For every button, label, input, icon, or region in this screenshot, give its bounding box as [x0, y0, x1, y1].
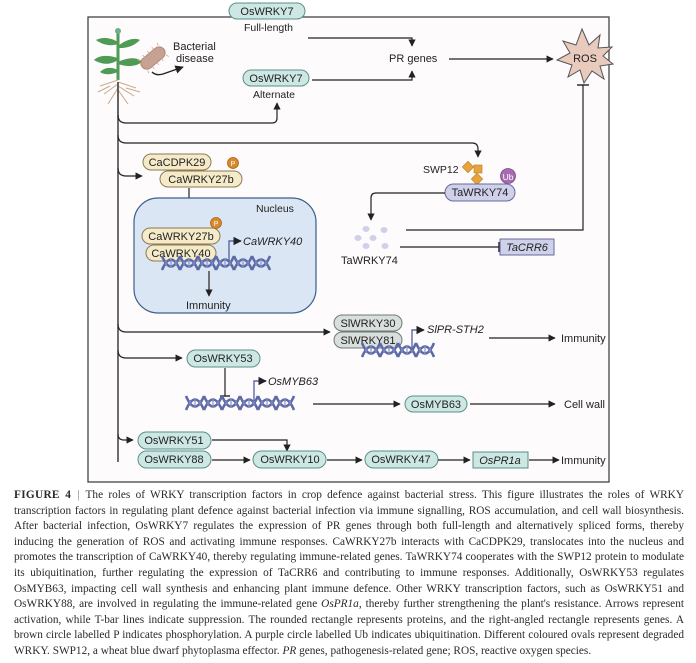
ospr1a-immunity-label: Immunity — [561, 455, 606, 467]
oswrky7-full-form: Full-length — [244, 22, 293, 34]
nucleus-immunity-label: Immunity — [186, 300, 231, 312]
oswrky7-alt-label: OsWRKY7 — [249, 73, 302, 85]
slwrky30-label: SlWRKY30 — [340, 318, 395, 330]
tacrr6-gene-label: TaCRR6 — [506, 242, 549, 254]
oswrky7-full-label: OsWRKY7 — [240, 6, 293, 18]
bacterium-icon — [137, 42, 169, 74]
cell-wall-label: Cell wall — [564, 399, 605, 411]
trunk-to-swp12-arrow — [117, 134, 482, 158]
ubiquitin-label: Ub — [503, 172, 514, 182]
swp12-effector-icon — [461, 160, 484, 186]
nucleus-label: Nucleus — [256, 203, 294, 215]
caption-text-3: genes, pathogenesis-related gene; ROS, r… — [296, 644, 592, 657]
infection-arrow — [151, 65, 184, 76]
oswrky51-protein — [137, 431, 212, 450]
oswrky88-protein — [137, 450, 212, 469]
pr-genes-label: PR genes — [389, 53, 438, 65]
phospho-label-1: P — [231, 161, 236, 168]
cawrky27b-nuc-protein — [141, 227, 221, 245]
alt-to-pr-arrow — [312, 70, 416, 81]
tacrr6-gene — [499, 238, 555, 256]
swp12-label: SWP12 — [423, 164, 459, 176]
ros-label: ROS — [573, 53, 597, 65]
figure-caption: FIGURE 4 |The roles of WRKY transcription… — [14, 488, 684, 660]
osmyb63-protein — [404, 395, 468, 413]
oswrky51-label: OsWRKY51 — [144, 435, 203, 447]
oswrky51-to-oswrky10-arrow — [212, 439, 291, 452]
caption-gene-ospr1a: OsPR1a — [321, 598, 359, 611]
osmyb63-gene-label: OsMYB63 — [268, 376, 319, 388]
ospr1a-gene-label: OsPR1a — [479, 455, 521, 467]
tawrky74-protein-label: TaWRKY74 — [452, 187, 509, 199]
slpr-sth2-tss-arrow — [411, 325, 425, 350]
cawrky27b-cyto-protein — [159, 170, 243, 188]
caption-text-1: The roles of WRKY transcription factors … — [14, 489, 684, 611]
phospho-label-2: P — [214, 221, 219, 228]
degraded-tawrky74-icon — [354, 226, 389, 249]
oswrky47-label: OsWRKY47 — [371, 454, 430, 466]
full-to-pr-arrow — [308, 37, 416, 47]
tawrky74-degradation-arrow — [367, 192, 445, 221]
slwrky30-protein — [333, 314, 403, 332]
nucleus — [133, 197, 317, 314]
oswrky7-full-protein — [228, 2, 306, 20]
oswrky7-alt-protein — [242, 69, 310, 87]
bacterial-disease-label-2: disease — [176, 53, 214, 65]
oswrky10-label: OsWRKY10 — [260, 454, 319, 466]
oswrky88-label: OsWRKY88 — [144, 454, 203, 466]
phosphorylation-icon-1 — [227, 157, 239, 169]
oswrky10-protein — [252, 450, 327, 469]
caption-separator: | — [77, 489, 80, 501]
figure-number: FIGURE 4 — [14, 489, 72, 501]
trunk-to-slwrky-arrow — [117, 323, 331, 336]
ros-burst-icon — [555, 27, 615, 85]
degraded-tawrky74-label: TaWRKY74 — [341, 255, 398, 267]
cawrky27b-nuc-label: CaWRKY27b — [148, 231, 213, 243]
oswrky7-alt-form: Alternate — [253, 89, 295, 101]
oswrky53-label: OsWRKY53 — [193, 353, 252, 365]
plant-to-alt-arrow — [117, 102, 281, 124]
ospr1a-gene — [472, 451, 529, 469]
caption-pr-abbrev: PR — [282, 644, 297, 657]
plant-icon — [94, 28, 142, 118]
cawrky40-tss-arrow — [228, 236, 242, 262]
sl-immunity-label: Immunity — [561, 333, 606, 345]
tawrky74-inhibits-ros — [406, 85, 584, 231]
caption-text-2: , thereby further strengthening the plan… — [14, 598, 684, 657]
cawrky27b-cyto-label: CaWRKY27b — [168, 174, 233, 186]
trunk-to-oswrky51-arrow — [117, 433, 134, 444]
cawrky40-gene-label: CaWRKY40 — [243, 236, 303, 248]
oswrky53-protein — [186, 349, 261, 368]
trunk-to-cacdpk29-arrow — [117, 167, 143, 180]
slpr-sth2-gene-label: SlPR-STH2 — [427, 324, 484, 336]
wrky-pathway-diagram: Bacterial disease OsWRKY7 Full-length Os… — [87, 2, 615, 483]
slwrky81-label: SlWRKY81 — [340, 335, 395, 347]
cacdpk29-label: CaCDPK29 — [149, 157, 206, 169]
trunk-to-oswrky53-arrow — [117, 349, 183, 362]
ubiquitin-icon — [500, 168, 516, 184]
osmyb63-tss-arrow — [253, 376, 267, 401]
cacdpk29-protein — [142, 153, 212, 171]
bacterial-disease-label-1: Bacterial — [173, 41, 216, 53]
osmyb63-protein-label: OsMYB63 — [411, 399, 461, 411]
cawrky40-protein-label: CaWRKY40 — [151, 248, 210, 260]
